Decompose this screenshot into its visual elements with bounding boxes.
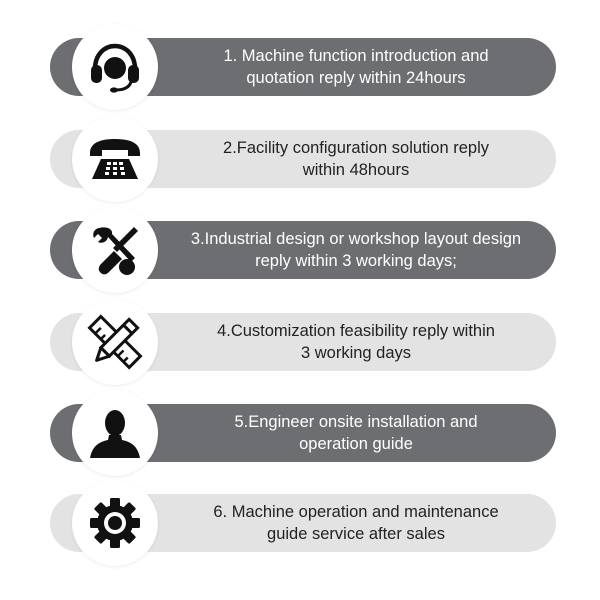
- icon-circle: [72, 24, 158, 110]
- icon-circle: [72, 390, 158, 476]
- service-text: 3.Industrial design or workshop layout d…: [160, 221, 552, 279]
- engineer-person-icon: [90, 410, 140, 458]
- service-item-6: 6. Machine operation and maintenance gui…: [50, 478, 560, 570]
- icon-circle: [72, 480, 158, 566]
- service-item-5: 5.Engineer onsite installation and opera…: [50, 388, 560, 480]
- service-text: 2.Facility configuration solution reply …: [160, 130, 552, 188]
- service-item-3: 3.Industrial design or workshop layout d…: [50, 205, 560, 297]
- service-line-2: operation guide: [299, 435, 413, 453]
- service-line-1: 2.Facility configuration solution reply: [223, 139, 489, 157]
- service-text: 4.Customization feasibility reply within…: [160, 313, 552, 371]
- service-item-2: 2.Facility configuration solution reply …: [50, 114, 560, 206]
- pencil-ruler-icon: [87, 314, 143, 370]
- service-line-1: 4.Customization feasibility reply within: [217, 322, 495, 340]
- service-line-1: 1. Machine function introduction and: [223, 47, 489, 65]
- icon-circle: [72, 207, 158, 293]
- icon-circle: [72, 299, 158, 385]
- service-line-2: quotation reply within 24hours: [246, 69, 466, 87]
- service-text: 6. Machine operation and maintenance gui…: [160, 494, 552, 552]
- telephone-icon: [90, 139, 140, 179]
- service-item-4: 4.Customization feasibility reply within…: [50, 297, 560, 389]
- service-line-1: 3.Industrial design or workshop layout d…: [190, 230, 522, 248]
- service-text: 5.Engineer onsite installation and opera…: [160, 404, 552, 462]
- service-line-1: 5.Engineer onsite installation and: [234, 413, 478, 431]
- service-text: 1. Machine function introduction and quo…: [160, 38, 552, 96]
- service-line-1: 6. Machine operation and maintenance: [213, 503, 499, 521]
- icon-circle: [72, 116, 158, 202]
- service-line-2: within 48hours: [302, 161, 410, 179]
- service-item-1: 1. Machine function introduction and quo…: [50, 22, 560, 114]
- tools-icon: [93, 227, 138, 275]
- headset-icon: [91, 43, 139, 93]
- service-line-2: guide service after sales: [267, 525, 445, 543]
- service-line-2: 3 working days: [300, 344, 412, 362]
- gear-icon: [90, 498, 140, 548]
- service-line-2: reply within 3 working days;: [255, 252, 457, 270]
